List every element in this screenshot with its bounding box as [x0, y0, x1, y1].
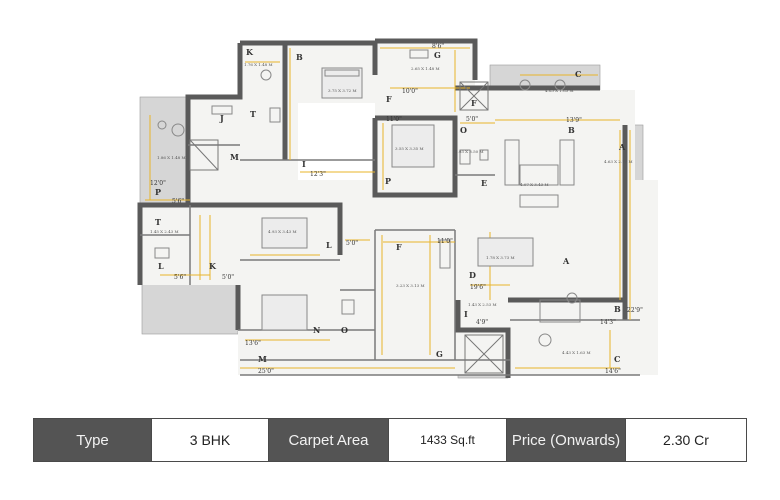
room-letter: P — [155, 187, 161, 197]
dimension-label: 5'0" — [466, 116, 478, 123]
type-value: 3 BHK — [151, 419, 269, 461]
dimension-label: 5'6" — [174, 274, 186, 281]
room-letters: K B G F P F O B A J T M P I E T L K L F … — [155, 47, 626, 364]
room-size-label: 3.23 X 3.13 M — [396, 283, 425, 288]
room-letter: P — [385, 176, 391, 186]
floor-plan: K B G F P F O B A J T M P I E T L K L F … — [137, 38, 658, 379]
room-size-label: 3.55 X 3.35 M — [395, 146, 424, 151]
room-size-label: 1.43 X 2.53 M — [468, 302, 497, 307]
room-letter: N — [313, 325, 320, 335]
room-letter: T — [155, 217, 161, 227]
room-size-label: 1.93 X 3.50 M — [455, 149, 484, 154]
room-size-label: 4.07 X 3.43 M — [520, 182, 549, 187]
dimension-label: 14'6" — [605, 368, 621, 375]
carpet-area-label: Carpet Area — [269, 419, 388, 461]
room-size-label: 4.93 X 3.43 M — [268, 229, 297, 234]
room-letter: J — [219, 113, 224, 123]
room-letter: B — [296, 52, 303, 62]
room-size-label: 4.43 X 1.63 M — [562, 350, 591, 355]
carpet-area-value: 1433 Sq.ft — [388, 419, 507, 461]
dimension-lines — [145, 47, 631, 369]
walls — [137, 38, 628, 378]
room-size-labels: 1.76 X 1.48 M 2.65 X 1.48 M 3.75 X 3.72 … — [150, 62, 633, 355]
price-value: 2.30 Cr — [625, 419, 746, 461]
room-letter: L — [326, 240, 332, 250]
room-letter: G — [434, 50, 441, 60]
room-letter: L — [158, 261, 164, 271]
dimension-label: 10'0" — [402, 88, 418, 95]
room-letter: C — [614, 354, 620, 364]
price-label: Price (Onwards) — [507, 419, 625, 461]
room-letter: I — [302, 159, 306, 169]
room-letter: B — [568, 125, 575, 135]
dimension-label: 13'9" — [566, 117, 582, 124]
dimension-label: 12'0" — [150, 180, 166, 187]
dimension-label: 8'6" — [432, 43, 444, 50]
room-letter: F — [386, 94, 392, 104]
room-letter: M — [258, 354, 267, 364]
room-letter: D — [469, 270, 476, 280]
dimension-label: 14'3" — [600, 319, 616, 326]
room-size-label: 2.65 X 1.48 M — [411, 66, 440, 71]
dimension-label: 4'9" — [476, 319, 488, 326]
dimension-label: 11'0" — [437, 238, 453, 245]
room-size-label: 4.63 X 2.79 M — [604, 159, 633, 164]
room-size-label: 3.75 X 3.72 M — [328, 88, 357, 93]
dimension-label: 5'6" — [172, 198, 184, 205]
dimension-label: 12'3" — [310, 171, 326, 178]
dimension-label: 5'0" — [222, 274, 234, 281]
room-letter: K — [246, 47, 254, 57]
room-size-label: 4.83 X 1.83 M — [545, 88, 574, 93]
room-letter: F — [471, 98, 477, 108]
room-size-label: 1.76 X 1.48 M — [244, 62, 273, 67]
unit-info-table: Type 3 BHK Carpet Area 1433 Sq.ft Price … — [33, 418, 747, 462]
dimension-label: 5'0" — [346, 240, 358, 247]
room-letter: M — [230, 152, 239, 162]
room-letter: K — [209, 261, 217, 271]
room-letter: E — [481, 178, 487, 188]
room-letter: A — [562, 256, 570, 266]
room-size-label: 1.86 X 1.48 M — [157, 155, 186, 160]
dimension-label: 11'0" — [386, 116, 402, 123]
dimension-labels: 8'6" 10'0" 11'0" 5'0" 12'3" 5'6" 12'0" 5… — [150, 43, 643, 375]
room-letter: O — [460, 125, 467, 135]
room-letter: C — [575, 69, 581, 79]
room-size-label: 1.78 X 3.73 M — [486, 255, 515, 260]
room-letter: F — [396, 242, 402, 252]
dimension-label: 19'6" — [470, 284, 486, 291]
room-letter: I — [464, 309, 468, 319]
dimension-label: 22'9" — [627, 307, 643, 314]
room-letter: G — [436, 349, 443, 359]
type-label: Type — [34, 419, 151, 461]
dimension-label: 13'6" — [245, 340, 261, 347]
dimension-label: 25'0" — [258, 368, 274, 375]
room-letter: B — [614, 304, 621, 314]
room-size-label: 1.45 X 2.43 M — [150, 229, 179, 234]
room-letter: O — [341, 325, 348, 335]
room-letter: A — [618, 142, 626, 152]
furniture — [154, 49, 581, 347]
room-letter: T — [250, 109, 256, 119]
